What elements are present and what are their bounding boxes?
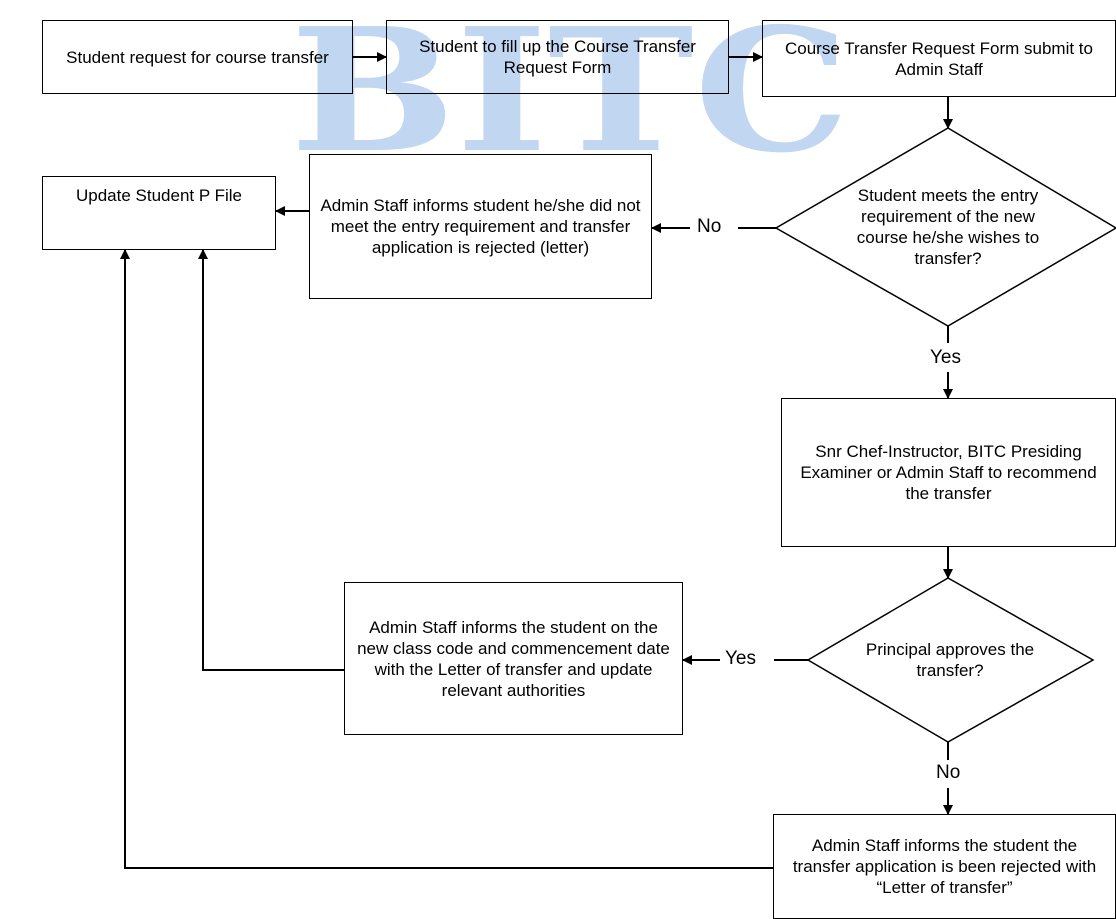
process-submit-form-text: Course Transfer Request Form submit to A… (784, 38, 1093, 79)
process-recommend: Snr Chef-Instructor, BITC Presiding Exam… (781, 398, 1116, 547)
decision-entry-text: Student meets the entry requirement of t… (856, 186, 1040, 268)
decision-principal-text: Principal approves the transfer? (865, 640, 1035, 680)
process-submit-form: Course Transfer Request Form submit to A… (762, 20, 1116, 97)
arrow-approved-update (198, 249, 344, 671)
process-student-request: Student request for course transfer (42, 20, 353, 94)
process-student-request-text: Student request for course transfer (66, 47, 329, 67)
process-approved: Admin Staff informs the student on the n… (344, 582, 683, 735)
decision-diamond-principal (806, 577, 1095, 743)
process-reject-principal: Admin Staff informs the student the tran… (773, 814, 1116, 919)
process-reject-entry-text: Admin Staff informs student he/she did n… (320, 196, 641, 257)
process-approved-text: Admin Staff informs the student on the n… (357, 617, 670, 700)
process-fill-form: Student to fill up the Course Transfer R… (386, 20, 729, 94)
decision-diamond-entry (774, 127, 1116, 327)
process-reject-principal-text: Admin Staff informs the student the tran… (792, 836, 1097, 897)
process-update-file-text: Update Student P File (75, 186, 242, 205)
label-d1-yes: Yes (930, 347, 961, 369)
arrow-reject2-update (120, 249, 773, 869)
label-d2-yes: Yes (725, 648, 756, 670)
label-d1-no: No (697, 216, 722, 238)
label-d2-no: No (936, 762, 961, 784)
watermark-text: BITC (290, 0, 850, 191)
process-update-file: Update Student P File (42, 176, 276, 250)
process-recommend-text: Snr Chef-Instructor, BITC Presiding Exam… (800, 442, 1097, 503)
process-reject-entry: Admin Staff informs student he/she did n… (309, 154, 652, 299)
process-fill-form-text: Student to fill up the Course Transfer R… (419, 37, 696, 77)
